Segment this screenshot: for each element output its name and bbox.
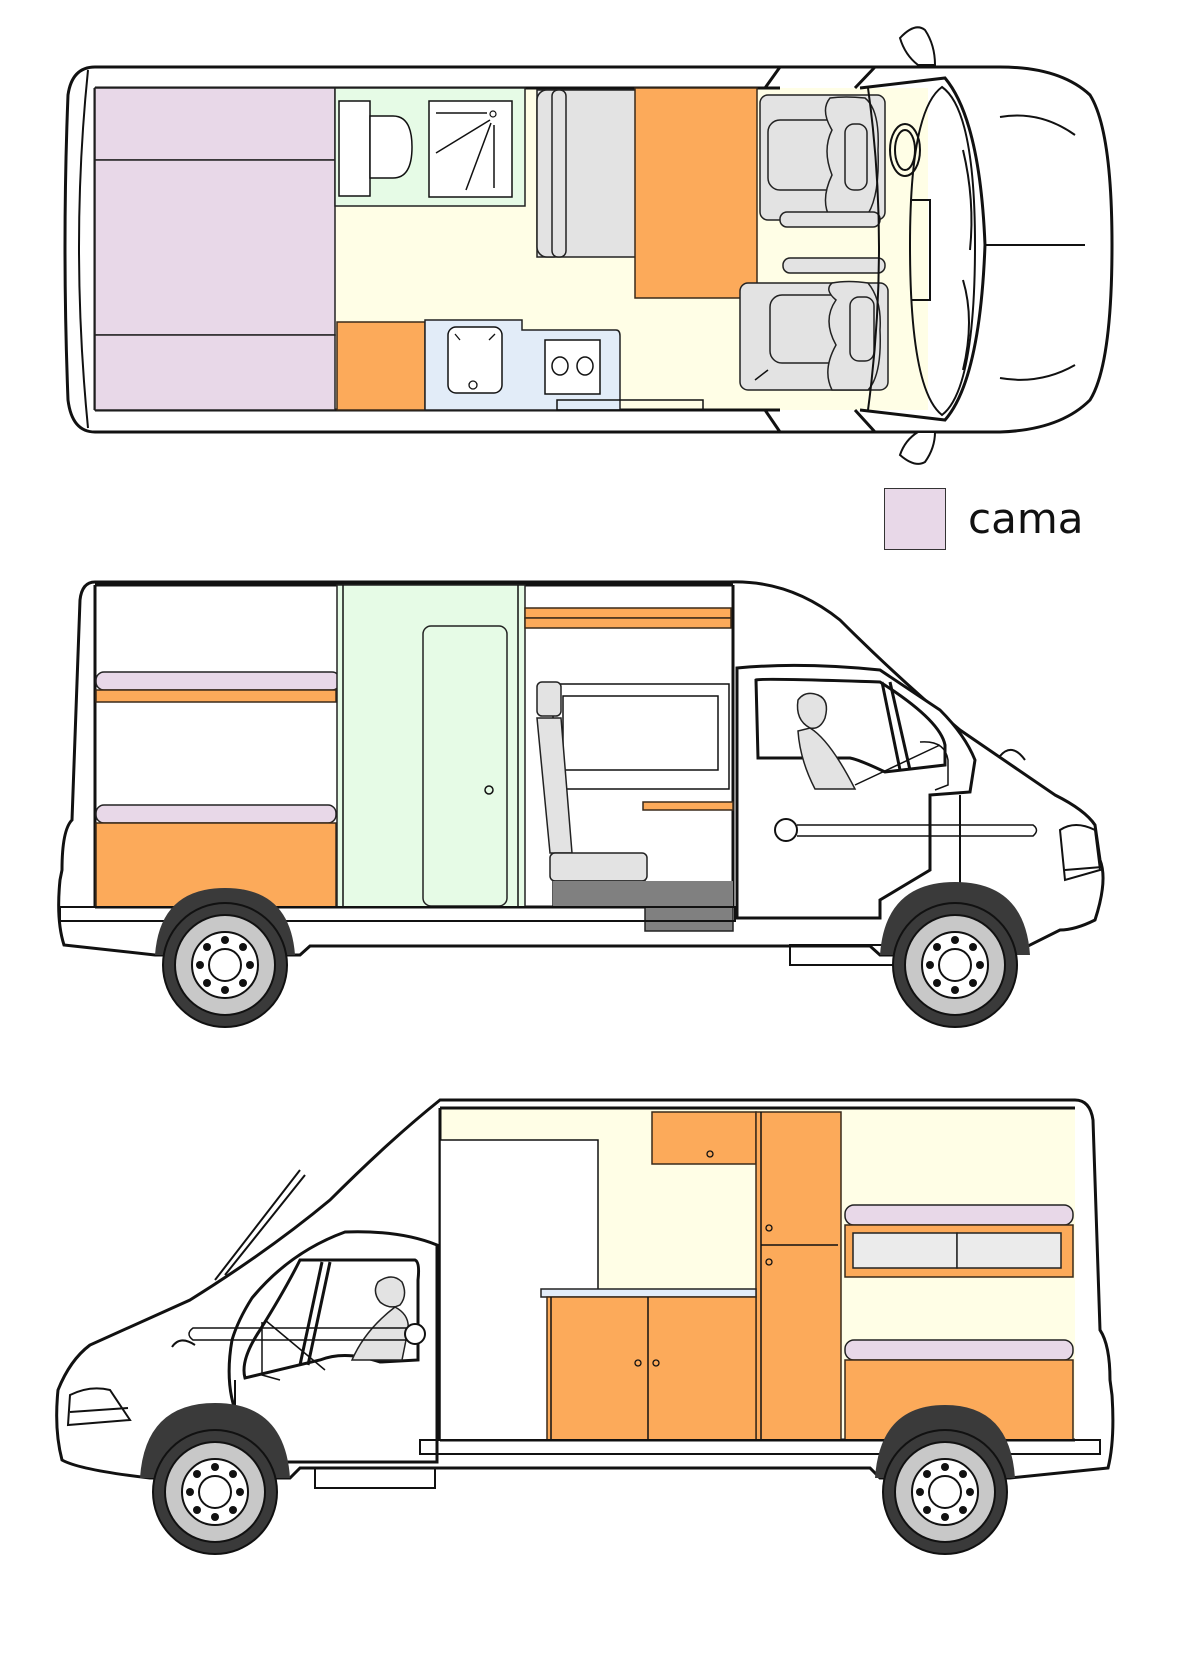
- top-view: [63, 26, 1114, 465]
- passenger-seat-icon: [374, 1276, 406, 1308]
- legend: cama: [884, 488, 1083, 550]
- front-wheel-side-right: [880, 882, 1030, 1028]
- window-rear: [852, 1232, 958, 1269]
- side-trim-left: [188, 1327, 414, 1341]
- front-seat-driver-top: [739, 257, 889, 391]
- cab-door-side-right: [735, 663, 1038, 920]
- rear-wheel-side-right: [155, 888, 295, 1028]
- bench-seat-side: [536, 681, 734, 932]
- side-view-right: [57, 580, 1105, 1028]
- tall-wardrobe: [755, 1111, 842, 1441]
- dining-table-top: [634, 87, 758, 299]
- cab-top: [763, 26, 1085, 465]
- side-mirror: [999, 749, 1026, 761]
- headlight-side-left: [66, 1387, 132, 1427]
- side-mirror-left: [171, 1339, 196, 1348]
- door-handle-icon: [484, 785, 494, 795]
- bathroom-side: [336, 584, 526, 908]
- step-left: [314, 1467, 436, 1489]
- sink-icon: [447, 326, 503, 394]
- front-wheel-side-left: [140, 1403, 290, 1555]
- steering-wheel-side: [854, 744, 941, 786]
- bathroom-top: [334, 87, 526, 207]
- side-trim: [797, 824, 1038, 837]
- mirror-top-left: [898, 26, 937, 66]
- mirror-top-right: [898, 431, 937, 465]
- kitchen-counter-side: [540, 1288, 757, 1441]
- legend-swatch-bed: [884, 488, 946, 550]
- toilet-tank: [338, 100, 371, 197]
- bench-seat-top: [536, 89, 638, 258]
- bathroom-door: [422, 625, 508, 907]
- countertop: [540, 1288, 757, 1298]
- steering-wheel-icon: [889, 123, 921, 177]
- stove-icon: [544, 339, 601, 395]
- driver-seat-icon: [796, 692, 828, 730]
- toilet-bowl-icon: [369, 115, 413, 179]
- headlight-side: [1058, 824, 1102, 882]
- upper-cabinet: [651, 1111, 757, 1165]
- front-seat-passenger-top: [759, 94, 886, 228]
- kitchen-top: [336, 319, 704, 411]
- bed-side-left: [844, 1204, 1074, 1441]
- side-view-left: [55, 1098, 1115, 1555]
- bed-top: [94, 87, 336, 411]
- cab-door-side-left: [171, 1169, 439, 1464]
- rear-wheel-side-left: [875, 1405, 1015, 1555]
- rear-bumper: [78, 69, 89, 429]
- legend-label-bed: cama: [968, 494, 1084, 543]
- shower-head-icon: [489, 110, 497, 118]
